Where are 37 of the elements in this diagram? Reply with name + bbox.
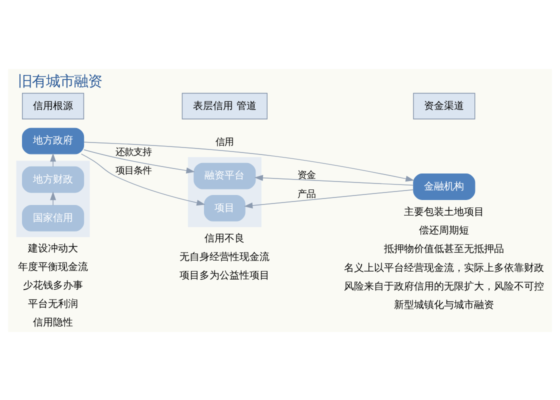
- node-box: 地方政府: [22, 127, 84, 154]
- edge-label: 资金: [297, 169, 316, 180]
- label: 平台无利润: [28, 298, 78, 310]
- arrow: [80, 153, 206, 206]
- label: 新型城镇化与城市融资: [394, 299, 494, 310]
- label: 信用隐性: [33, 317, 74, 328]
- label: 项目多为公益性项目: [180, 270, 270, 282]
- label: 建设冲动大: [28, 242, 78, 254]
- label: 无自身经营性现金流: [180, 252, 270, 263]
- node-box: 项目: [204, 194, 246, 221]
- node-box: 金融机构: [413, 173, 476, 200]
- edge-label: 还款支持: [116, 146, 152, 158]
- node-box: 资金渠道: [413, 92, 476, 119]
- diagram-title: 旧有城市融资: [18, 74, 102, 90]
- label: 名义上以平台经营现金流，实际上多依靠财政: [344, 262, 544, 274]
- edge-label: 信用: [216, 136, 234, 148]
- cluster: [188, 156, 262, 227]
- node-box: 地方财政: [22, 166, 84, 192]
- label: 主要包装土地项目: [404, 206, 484, 218]
- edge-label: 产品: [297, 188, 316, 200]
- arrow: [50, 152, 56, 167]
- label: 抵押物价值低甚至无抵押品: [384, 244, 504, 255]
- arrow: [84, 148, 195, 173]
- arrow: [254, 174, 414, 186]
- label: 偿还周期短: [419, 225, 470, 236]
- label: 少花钱多办事: [23, 280, 84, 292]
- label: 信用不良: [204, 233, 245, 244]
- node-box: 国家信用: [22, 204, 84, 231]
- label: 风险来自于政府信用的无限扩大，风险不可控: [344, 280, 544, 292]
- edge-label: 项目条件: [116, 164, 152, 176]
- arrow: [244, 188, 414, 208]
- node-box: 表层信用 管道: [182, 92, 268, 119]
- label: 年度平衡现金流: [18, 262, 88, 273]
- node-box: 融资平台: [194, 162, 256, 189]
- arrow: [50, 191, 56, 206]
- arrow: [84, 141, 414, 182]
- node-box: 信用根源: [22, 92, 84, 119]
